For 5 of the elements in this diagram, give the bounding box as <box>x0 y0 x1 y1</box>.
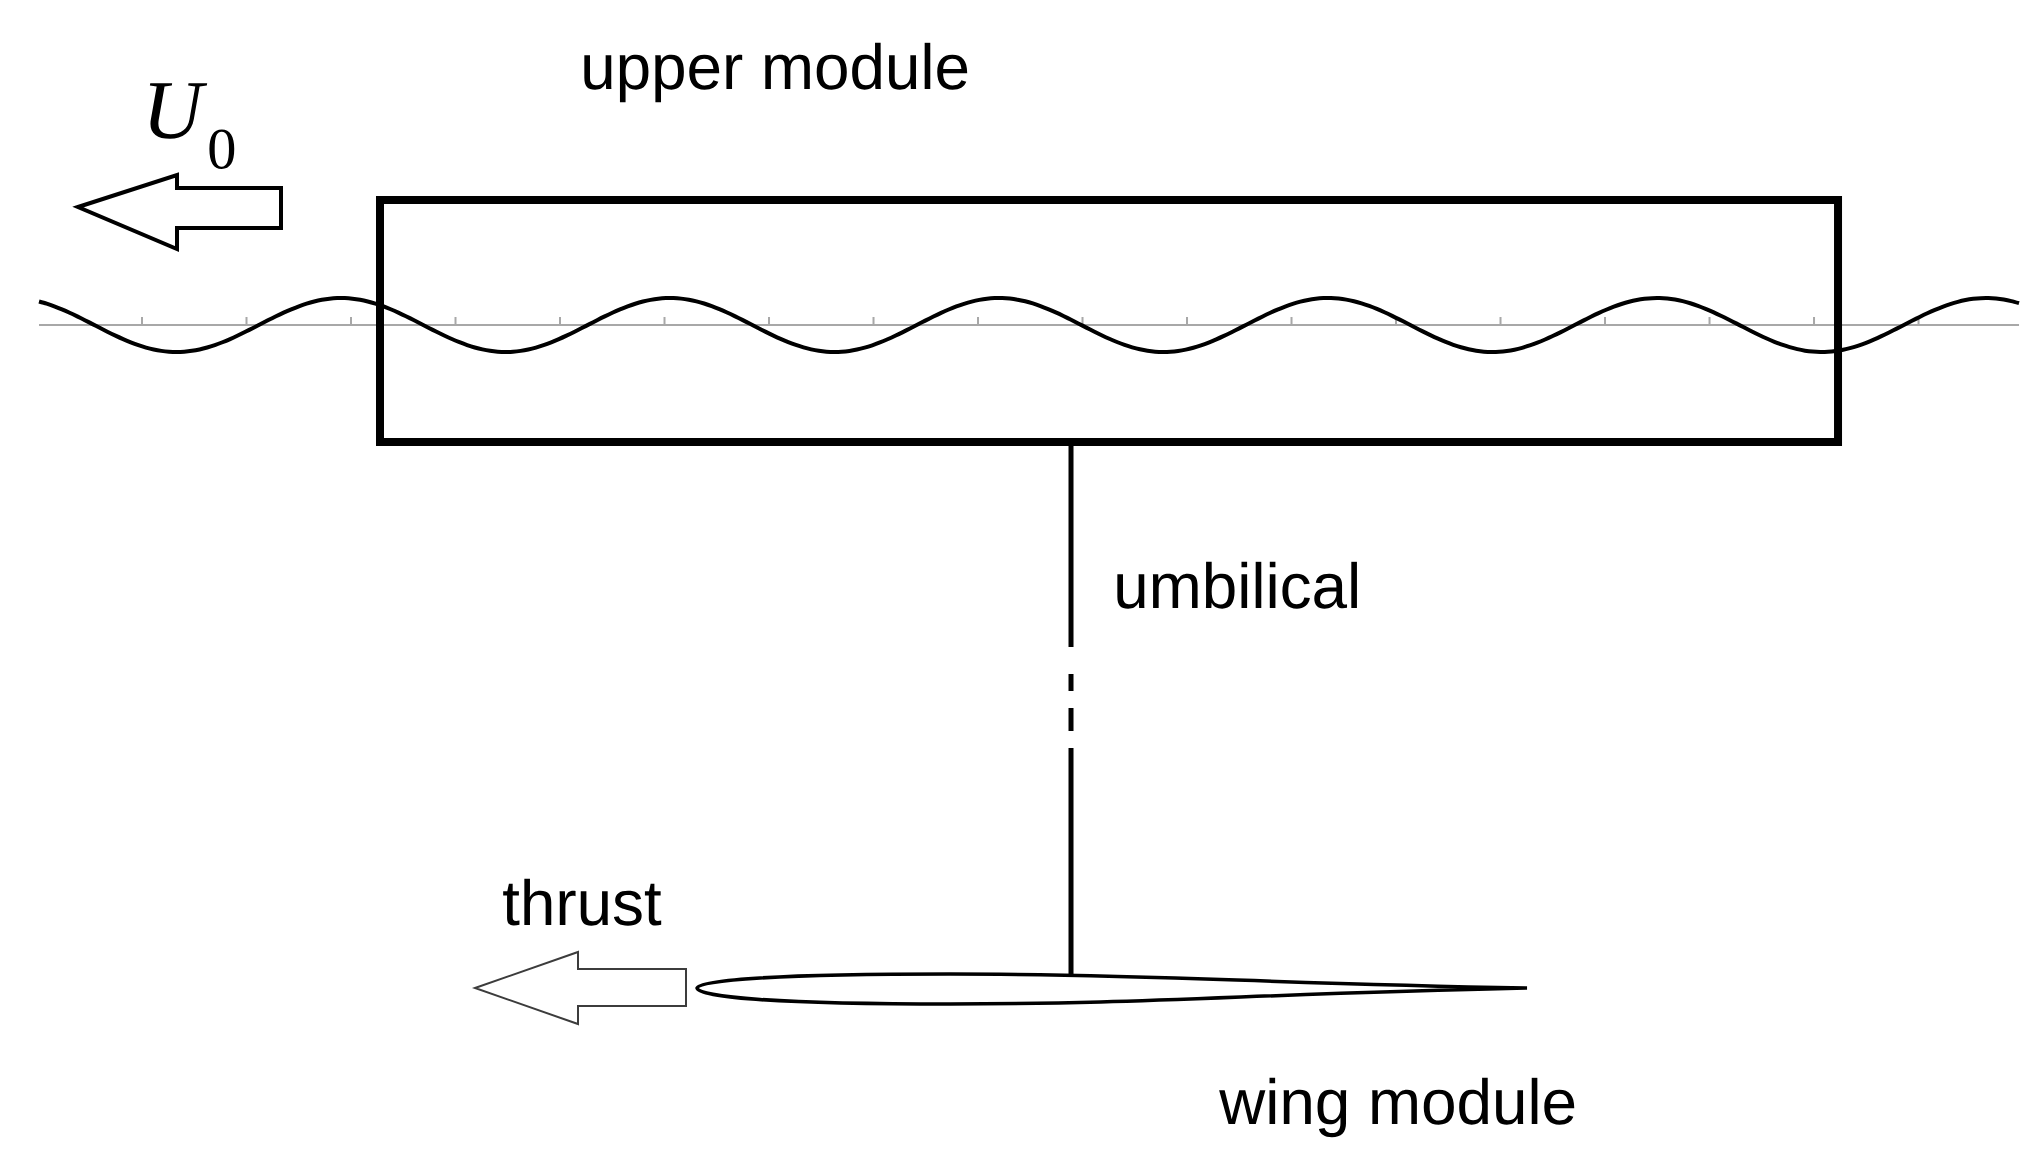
arrow-label: thrust <box>503 878 662 926</box>
edge-label: umbilical <box>1117 561 1357 609</box>
symbol-label: U$_{0}$ <box>149 83 235 169</box>
wing-label: wing module <box>1219 1077 1575 1138</box>
module-label: upper module <box>584 42 968 103</box>
